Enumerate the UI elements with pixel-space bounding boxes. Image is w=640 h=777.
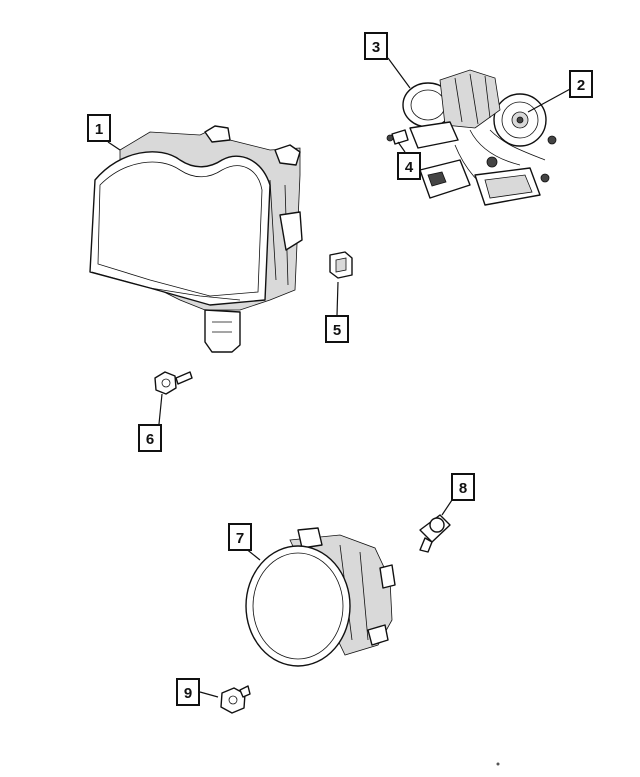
callout-6: 6 xyxy=(138,424,162,452)
callout-3: 3 xyxy=(364,32,388,60)
leader-6 xyxy=(158,393,163,425)
clip-part-5 xyxy=(329,251,353,279)
fog-bulb-part-8 xyxy=(419,514,451,553)
callout-9: 9 xyxy=(176,678,200,706)
leader-3 xyxy=(387,57,411,89)
callout-label: 8 xyxy=(459,480,467,497)
leader-4 xyxy=(397,141,406,153)
callout-2: 2 xyxy=(569,70,593,98)
fastener-part-9 xyxy=(220,685,251,714)
headlamp-assembly xyxy=(89,125,303,353)
callout-label: 2 xyxy=(577,77,585,94)
page-mark xyxy=(496,762,500,766)
leader-9 xyxy=(199,691,219,698)
callout-label: 4 xyxy=(405,159,414,176)
leader-2 xyxy=(527,87,573,113)
leader-5 xyxy=(336,281,339,316)
callout-7: 7 xyxy=(228,523,252,551)
callout-label: 7 xyxy=(236,530,244,547)
callout-4: 4 xyxy=(397,152,421,180)
callout-label: 5 xyxy=(333,322,341,339)
callout-5: 5 xyxy=(325,315,349,343)
leader-8 xyxy=(441,499,453,516)
bulb-socket-part-2 xyxy=(493,93,547,147)
callout-label: 1 xyxy=(95,121,103,138)
callout-label: 3 xyxy=(372,39,380,56)
bulb-part-4 xyxy=(386,129,409,145)
callout-label: 6 xyxy=(146,431,154,448)
hid-module-part-3 xyxy=(402,69,557,206)
callout-1: 1 xyxy=(87,114,111,142)
leader-1 xyxy=(107,141,121,151)
bolt-part-6 xyxy=(154,371,193,395)
callout-label: 9 xyxy=(184,685,192,702)
fog-lamp-part-7 xyxy=(245,527,396,667)
callout-8: 8 xyxy=(451,473,475,501)
